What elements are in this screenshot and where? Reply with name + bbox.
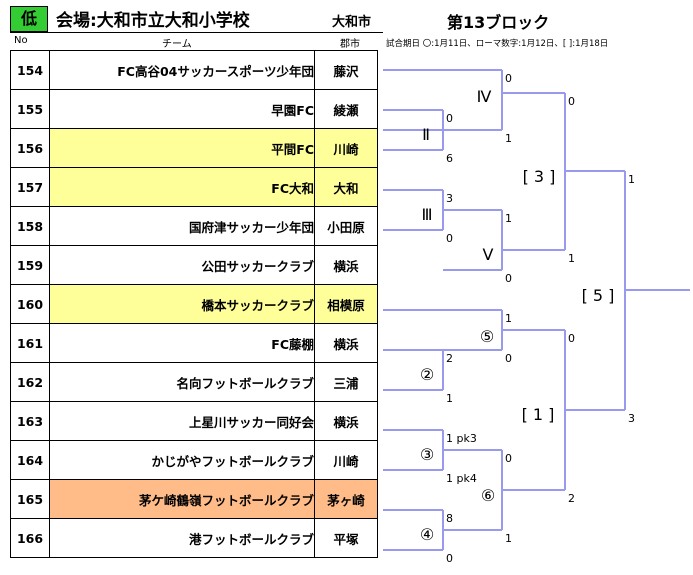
- team-number: 157: [10, 167, 50, 207]
- match-label: ⑤: [480, 327, 494, 346]
- score-top: 0: [505, 72, 512, 85]
- score-bottom: 1 pk4: [446, 472, 477, 485]
- score-top: 0: [446, 112, 453, 125]
- team-number: 159: [10, 245, 50, 285]
- team-number: 164: [10, 440, 50, 480]
- score-top: 1: [628, 173, 635, 186]
- team-city: 平塚: [314, 518, 378, 558]
- score-bottom: 0: [505, 352, 512, 365]
- team-number: 161: [10, 323, 50, 363]
- team-city: 茅ヶ崎: [314, 479, 378, 519]
- column-header-no: No: [14, 35, 28, 46]
- score-top: 1 pk3: [446, 432, 477, 445]
- team-name: 茅ケ崎鶴嶺フットボールクラブ: [49, 479, 315, 519]
- score-top: 1: [505, 212, 512, 225]
- team-number: 155: [10, 89, 50, 129]
- team-name: FC高谷04サッカースポーツ少年団: [49, 50, 315, 90]
- match-label: Ⅲ: [421, 205, 432, 224]
- team-name: 平間FC: [49, 128, 315, 168]
- venue-title: 会場:大和市立大和小学校: [56, 11, 250, 31]
- team-name: 名向フットボールクラブ: [49, 362, 315, 402]
- level-tag: 低: [10, 6, 48, 32]
- score-top: 0: [568, 95, 575, 108]
- team-name: 港フットボールクラブ: [49, 518, 315, 558]
- score-bottom: 6: [446, 152, 453, 165]
- score-bottom: 1: [505, 132, 512, 145]
- score-top: 2: [446, 352, 453, 365]
- team-number: 158: [10, 206, 50, 246]
- team-name: FC藤棚: [49, 323, 315, 363]
- score-bottom: 1: [568, 252, 575, 265]
- match-label: ②: [420, 365, 434, 384]
- team-name: 早園FC: [49, 89, 315, 129]
- match-label: ⑥: [481, 486, 495, 505]
- team-city: 相模原: [314, 284, 378, 324]
- header-underline: [10, 32, 383, 33]
- match-label: Ⅳ: [477, 87, 492, 106]
- team-city: 大和: [314, 167, 378, 207]
- score-top: 1: [505, 312, 512, 325]
- score-bottom: 2: [568, 492, 575, 505]
- match-date-note: 試合期日 〇:1月11日、ローマ数字:1月12日、[ ]:1月18日: [386, 39, 609, 49]
- team-name: 橋本サッカークラブ: [49, 284, 315, 324]
- team-name: FC大和: [49, 167, 315, 207]
- match-label: [ 1 ]: [522, 405, 555, 424]
- score-bottom: 0: [446, 552, 453, 565]
- match-label: ④: [420, 525, 434, 544]
- team-city: 藤沢: [314, 50, 378, 90]
- score-bottom: 1: [446, 392, 453, 405]
- column-header-city: 郡市: [340, 39, 360, 50]
- match-label: ③: [420, 445, 434, 464]
- block-title: 第13ブロック: [447, 13, 550, 32]
- column-header-team: チーム: [162, 39, 192, 50]
- score-bottom: 1: [505, 532, 512, 545]
- team-city: 横浜: [314, 245, 378, 285]
- team-name: 公田サッカークラブ: [49, 245, 315, 285]
- match-label: Ⅴ: [483, 245, 494, 264]
- match-label: [ 3 ]: [523, 167, 556, 186]
- score-top: 0: [505, 452, 512, 465]
- team-number: 163: [10, 401, 50, 441]
- team-city: 綾瀬: [314, 89, 378, 129]
- score-bottom: 0: [505, 272, 512, 285]
- team-name: かじがやフットボールクラブ: [49, 440, 315, 480]
- score-bottom: 0: [446, 232, 453, 245]
- match-label: [ 5 ]: [582, 286, 615, 305]
- host-city: 大和市: [332, 15, 372, 30]
- team-city: 川崎: [314, 128, 378, 168]
- score-bottom: 3: [628, 412, 635, 425]
- team-number: 160: [10, 284, 50, 324]
- team-number: 165: [10, 479, 50, 519]
- match-label: Ⅱ: [422, 125, 430, 144]
- team-city: 横浜: [314, 323, 378, 363]
- score-top: 3: [446, 192, 453, 205]
- score-top: 8: [446, 512, 453, 525]
- score-top: 0: [568, 332, 575, 345]
